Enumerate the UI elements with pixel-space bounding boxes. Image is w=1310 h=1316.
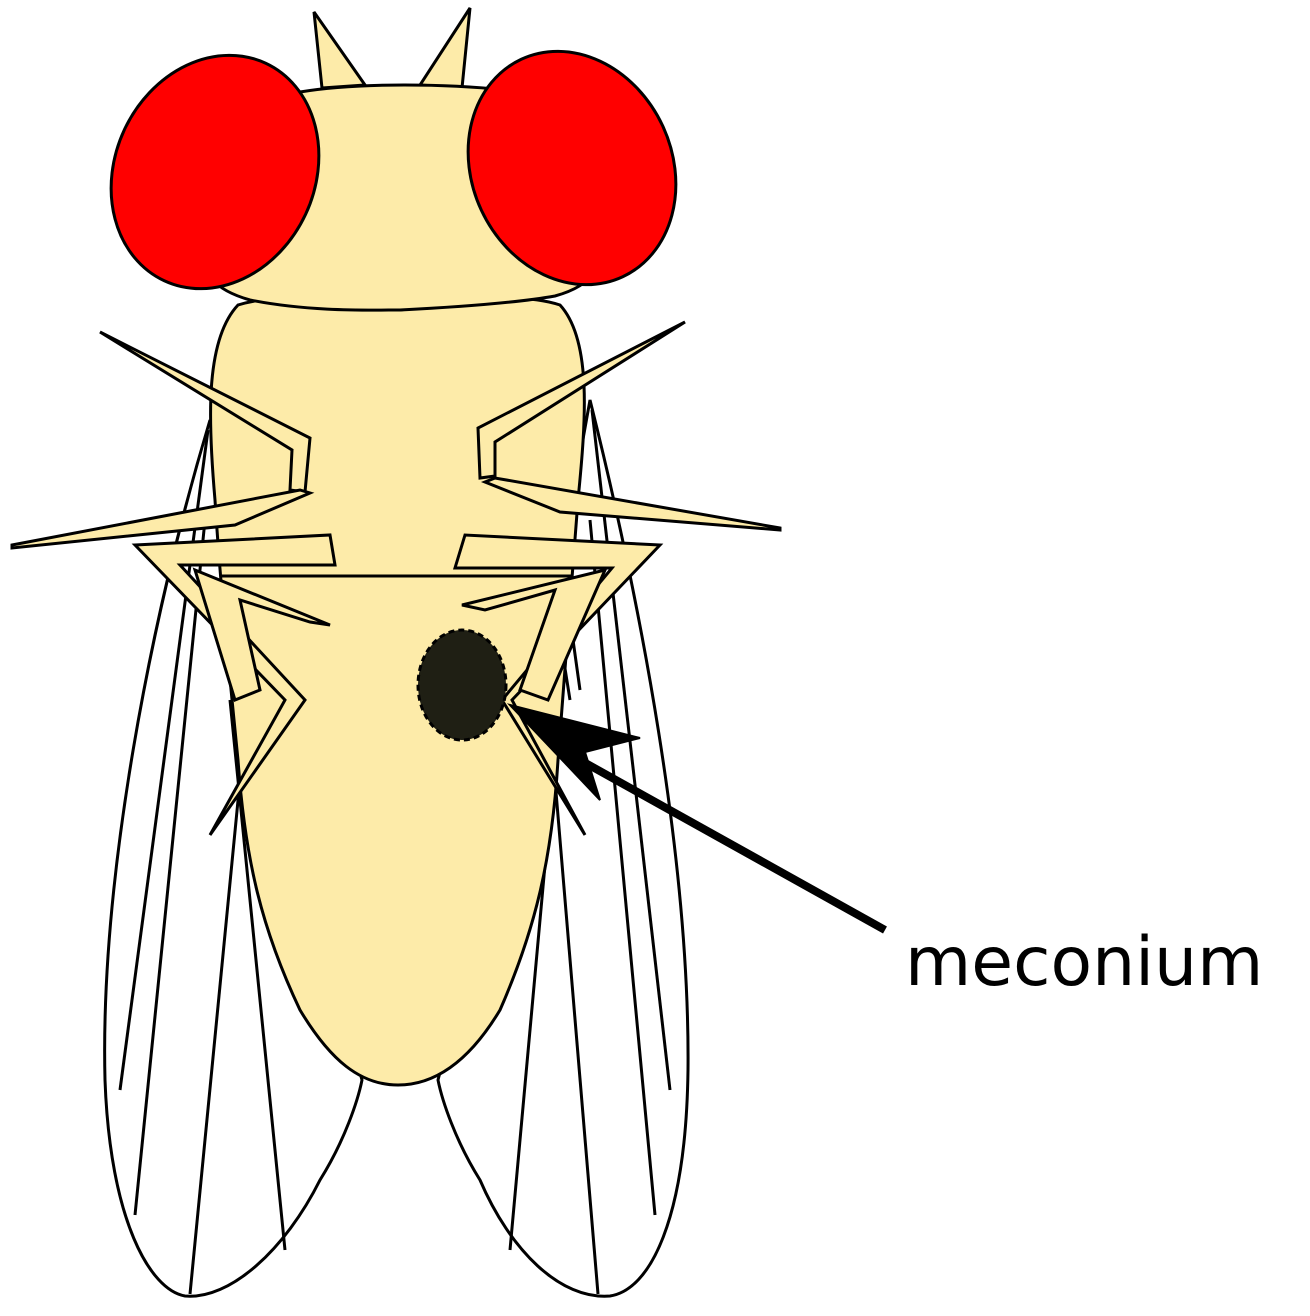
right-antenna xyxy=(420,8,470,88)
meconium-label: meconium xyxy=(905,923,1263,1002)
left-antenna xyxy=(314,12,365,88)
meconium-spot xyxy=(418,630,506,740)
arrow-pointer-icon xyxy=(510,705,885,930)
